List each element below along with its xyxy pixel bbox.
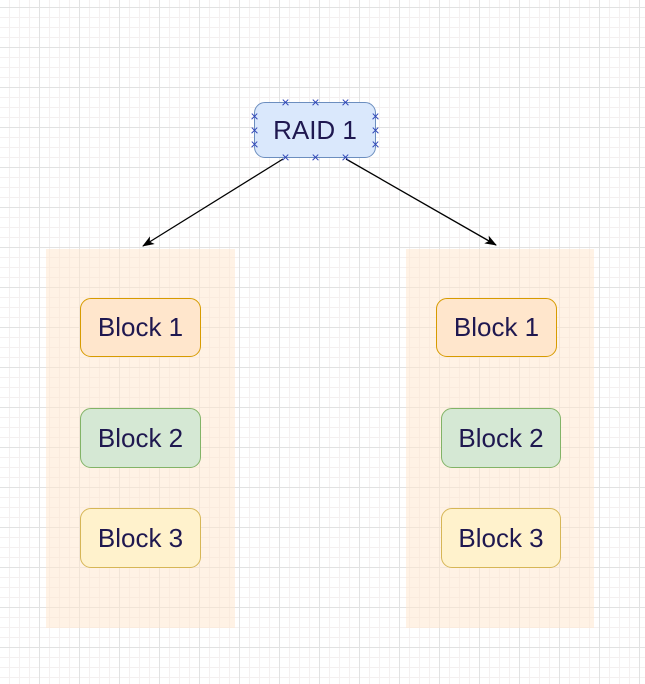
mirror1-block1-node[interactable]: Block 1 — [80, 298, 201, 357]
connection-point-icon[interactable] — [251, 113, 258, 120]
connection-point-icon[interactable] — [251, 141, 258, 148]
connection-point-icon[interactable] — [342, 99, 349, 106]
connection-point-icon[interactable] — [282, 154, 289, 161]
connection-point-icon[interactable] — [312, 99, 319, 106]
mirror2-block1-node[interactable]: Block 1 — [436, 298, 557, 357]
edge-raid-to-mirror-1[interactable] — [142, 158, 284, 247]
block-label: Block 2 — [97, 422, 184, 453]
mirror1-block3-node[interactable]: Block 3 — [80, 508, 201, 568]
block-label: Block 1 — [97, 312, 184, 342]
connection-point-icon[interactable] — [372, 127, 379, 134]
connection-point-icon[interactable] — [372, 141, 379, 148]
mirror2-block2-node[interactable]: Block 2 — [441, 408, 561, 468]
raid-node[interactable]: RAID 1 — [254, 102, 376, 158]
connection-point-icon[interactable] — [372, 113, 379, 120]
connection-point-icon[interactable] — [251, 127, 258, 134]
connection-point-icon[interactable] — [282, 99, 289, 106]
connection-point-icon[interactable] — [342, 154, 349, 161]
mirror1-block2-node[interactable]: Block 2 — [80, 408, 201, 468]
block-label: Block 3 — [97, 522, 184, 553]
block-label: Block 3 — [458, 522, 544, 553]
block-label: Block 2 — [458, 422, 544, 453]
connection-point-icon[interactable] — [312, 154, 319, 161]
block-label: Block 1 — [453, 312, 540, 342]
raid-node-label: RAID 1 — [273, 114, 357, 145]
edge-raid-to-mirror-2[interactable] — [345, 158, 497, 246]
mirror2-block3-node[interactable]: Block 3 — [441, 508, 561, 568]
